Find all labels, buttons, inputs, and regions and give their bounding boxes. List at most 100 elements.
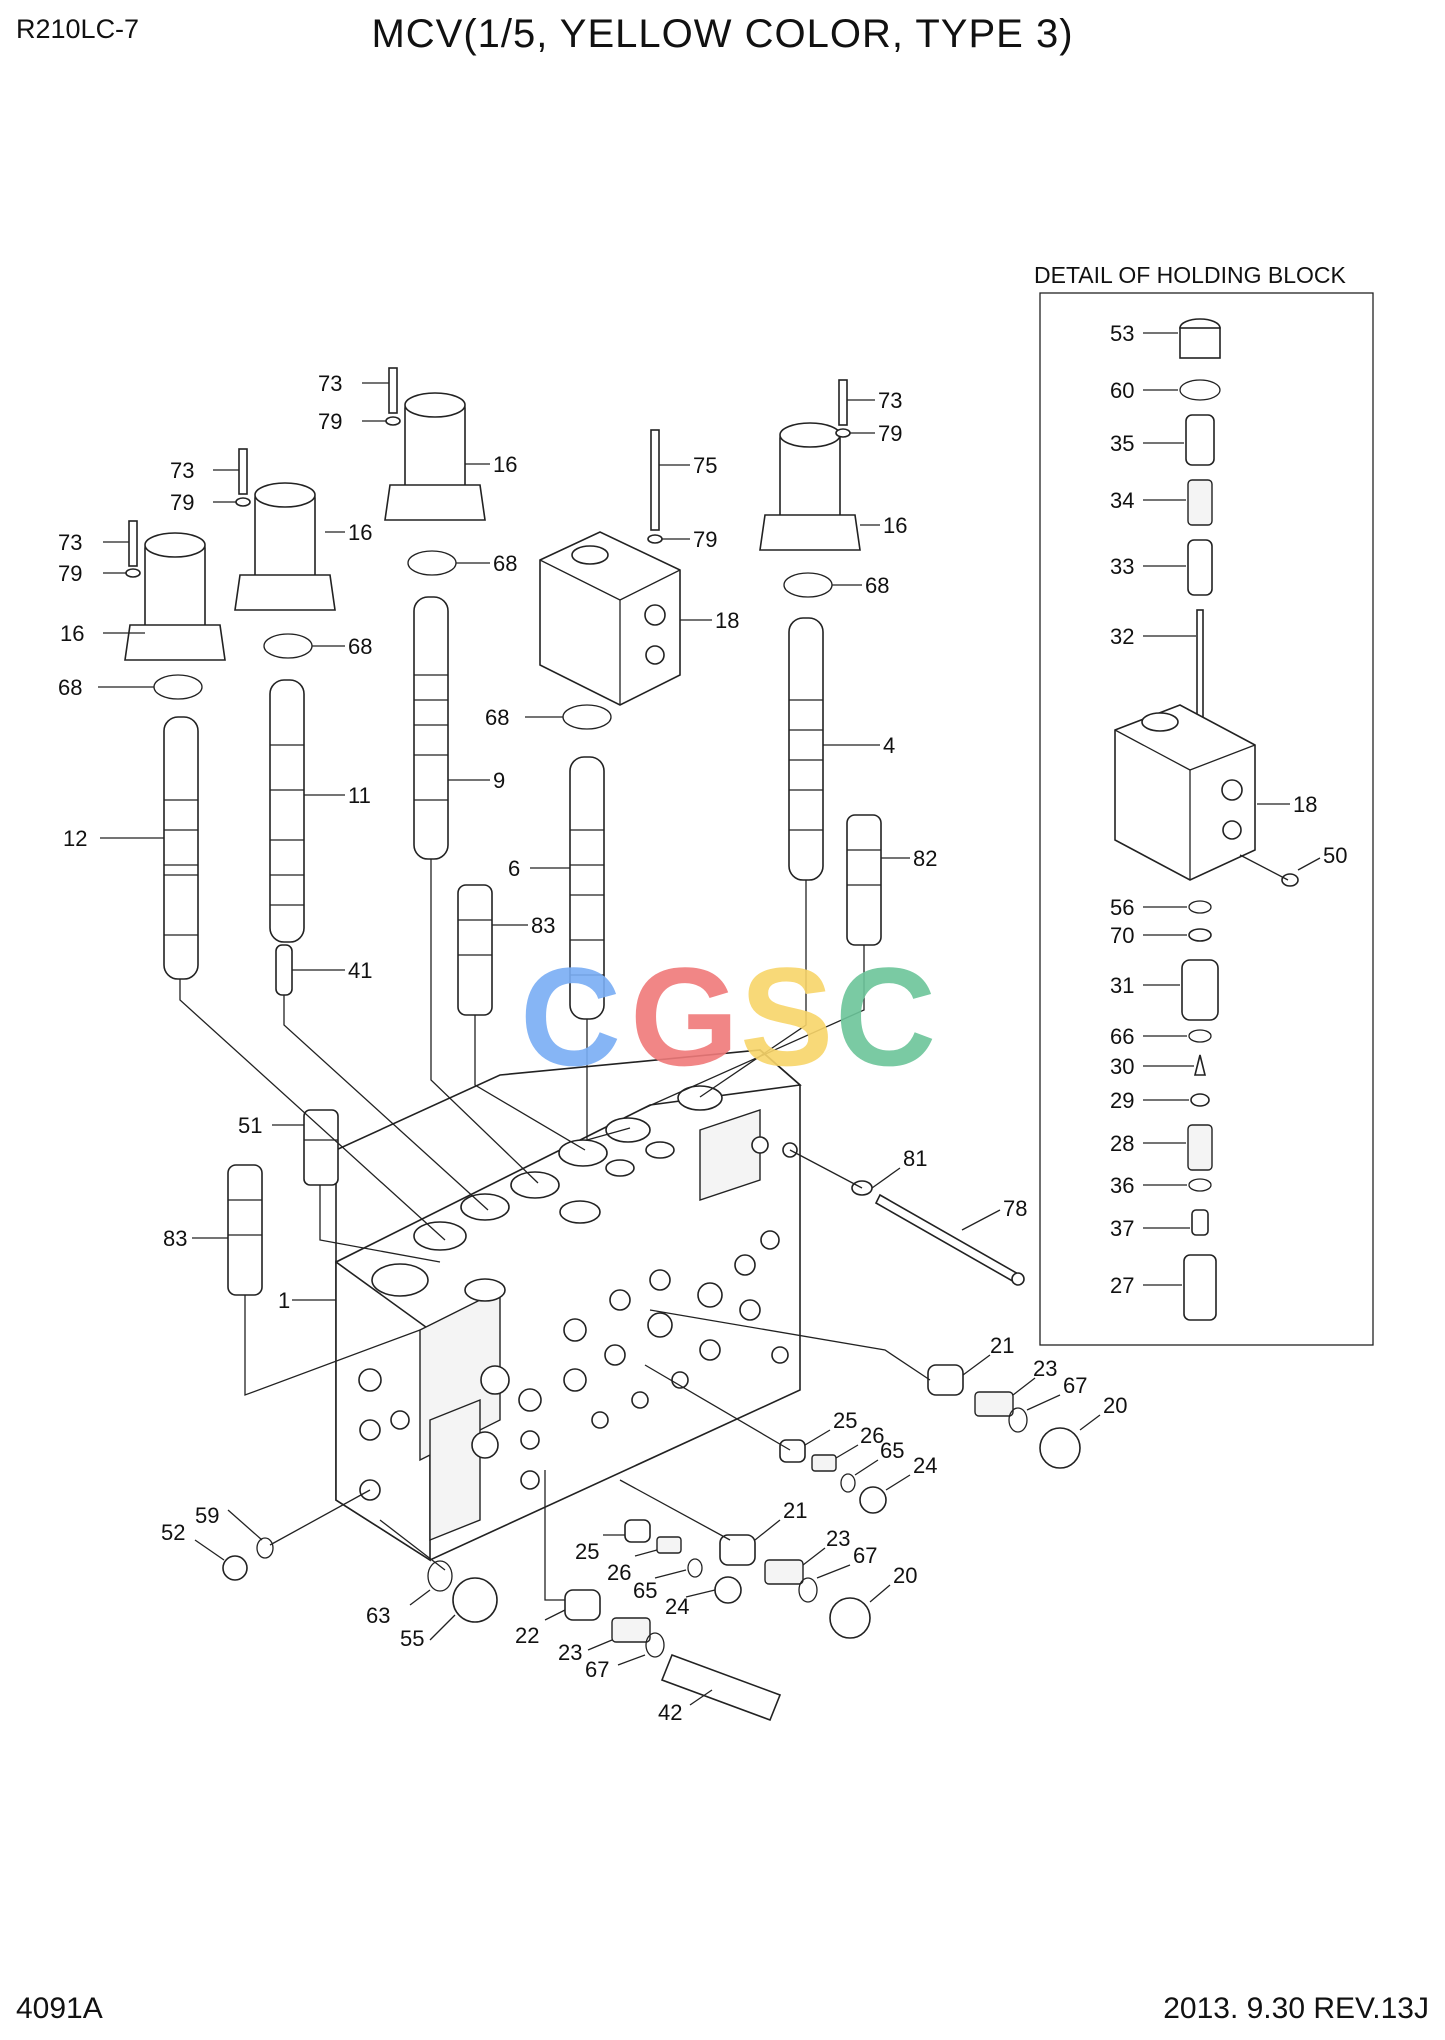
detail-pin-32[interactable] — [1196, 609, 1204, 721]
label: 35 — [1110, 431, 1134, 456]
label: 31 — [1110, 973, 1134, 998]
label: 65 — [633, 1578, 657, 1603]
label: 82 — [913, 846, 937, 871]
spool-12[interactable] — [163, 716, 199, 980]
pin-41[interactable] — [275, 944, 293, 996]
label: 23 — [558, 1640, 582, 1665]
detail-block-18[interactable] — [1114, 704, 1256, 881]
plug-24-a[interactable] — [859, 1486, 887, 1514]
label: 79 — [693, 527, 717, 552]
label: 4 — [883, 733, 895, 758]
bolt-73-d[interactable] — [835, 379, 851, 438]
spool-4[interactable] — [788, 617, 824, 881]
label: 26 — [607, 1560, 631, 1585]
cover-16-a[interactable] — [124, 532, 226, 661]
detail-valve-31[interactable] — [1181, 959, 1219, 1021]
detail-needle-30[interactable] — [1193, 1054, 1207, 1076]
detail-oring-66[interactable] — [1188, 1029, 1212, 1043]
relief-valve-83-a[interactable] — [457, 884, 493, 1016]
label: 73 — [318, 371, 342, 396]
label: 67 — [1063, 1373, 1087, 1398]
poppet-21-a[interactable] — [927, 1364, 964, 1396]
spool-11[interactable] — [269, 679, 305, 943]
label: 24 — [913, 1453, 937, 1478]
label: 51 — [238, 1113, 262, 1138]
label: 67 — [585, 1657, 609, 1682]
label: 68 — [865, 573, 889, 598]
plug-55[interactable] — [452, 1577, 498, 1623]
label: 68 — [348, 634, 372, 659]
detail-oring-36[interactable] — [1188, 1178, 1212, 1192]
assembly-lines — [179, 859, 931, 1601]
label: 79 — [318, 409, 342, 434]
spring-26-a[interactable] — [811, 1454, 837, 1472]
label: 32 — [1110, 624, 1134, 649]
relief-valve-83-b[interactable] — [227, 1164, 263, 1296]
detail-spring-34[interactable] — [1187, 479, 1213, 526]
spring-23-a[interactable] — [974, 1391, 1014, 1417]
plug-20-a[interactable] — [1039, 1427, 1081, 1469]
cover-16-c[interactable] — [384, 392, 486, 521]
plug-24-b[interactable] — [714, 1576, 742, 1604]
label: 79 — [58, 561, 82, 586]
plug-20-b[interactable] — [829, 1597, 871, 1639]
spring-23-c[interactable] — [611, 1617, 651, 1643]
detail-piston-35[interactable] — [1185, 414, 1215, 466]
document-code: 4091A — [16, 1992, 103, 2025]
label: 34 — [1110, 488, 1134, 513]
bolt-73-c[interactable] — [385, 367, 401, 426]
label: 73 — [58, 530, 82, 555]
cover-16-d[interactable] — [759, 422, 861, 551]
plug-52[interactable] — [222, 1555, 248, 1581]
label: 16 — [883, 513, 907, 538]
watermark-letter: G — [630, 955, 739, 1085]
label: 12 — [63, 826, 87, 851]
label: 75 — [693, 453, 717, 478]
detail-spring-28[interactable] — [1187, 1124, 1213, 1171]
poppet-22[interactable] — [564, 1589, 601, 1621]
label: 65 — [880, 1438, 904, 1463]
watermark-letter: S — [740, 955, 833, 1085]
poppet-25-b[interactable] — [624, 1519, 651, 1543]
spring-26-b[interactable] — [656, 1536, 682, 1554]
plug-51[interactable] — [303, 1109, 339, 1186]
bolt-73-a[interactable] — [125, 520, 141, 578]
cover-16-b[interactable] — [234, 482, 336, 611]
label: 18 — [1293, 792, 1317, 817]
valve-body[interactable] — [335, 1049, 802, 1562]
label: 66 — [1110, 1024, 1134, 1049]
detail-sleeve-27[interactable] — [1183, 1254, 1217, 1321]
oring-small[interactable] — [256, 1407, 1028, 1658]
label: 16 — [348, 520, 372, 545]
holding-block-18[interactable] — [539, 531, 681, 706]
detail-poppet-33[interactable] — [1187, 539, 1213, 596]
detail-plug-50[interactable] — [1281, 873, 1299, 887]
tie-bolt-78[interactable] — [874, 1193, 1025, 1286]
poppet-21-b[interactable] — [719, 1534, 756, 1566]
part-labels: 73 79 16 73 79 16 73 79 16 73 79 16 75 7… — [58, 321, 1347, 1725]
check-valve-42[interactable] — [660, 1653, 782, 1722]
spring-23-b[interactable] — [764, 1559, 804, 1585]
detail-title: DETAIL OF HOLDING BLOCK — [1034, 262, 1346, 288]
detail-seat-29[interactable] — [1190, 1093, 1210, 1107]
relief-valve-82[interactable] — [846, 814, 882, 946]
label: 59 — [195, 1503, 219, 1528]
detail-ring-70[interactable] — [1188, 928, 1212, 942]
label: 20 — [1103, 1393, 1127, 1418]
spool-9[interactable] — [413, 596, 449, 860]
detail-oring-56[interactable] — [1188, 900, 1212, 914]
detail-box — [1039, 292, 1374, 1346]
detail-poppet-37[interactable] — [1191, 1209, 1209, 1236]
bolt-73-b[interactable] — [235, 448, 251, 507]
bolt-75[interactable] — [647, 429, 663, 544]
label: 37 — [1110, 1216, 1134, 1241]
detail-oring-60[interactable] — [1179, 379, 1221, 401]
label: 16 — [60, 621, 84, 646]
detail-plug-53[interactable] — [1179, 318, 1221, 359]
label: 79 — [878, 421, 902, 446]
cgsc-watermark-logo: C G S C — [520, 955, 936, 1085]
poppet-25-a[interactable] — [779, 1439, 806, 1463]
label: 29 — [1110, 1088, 1134, 1113]
label: 53 — [1110, 321, 1134, 346]
